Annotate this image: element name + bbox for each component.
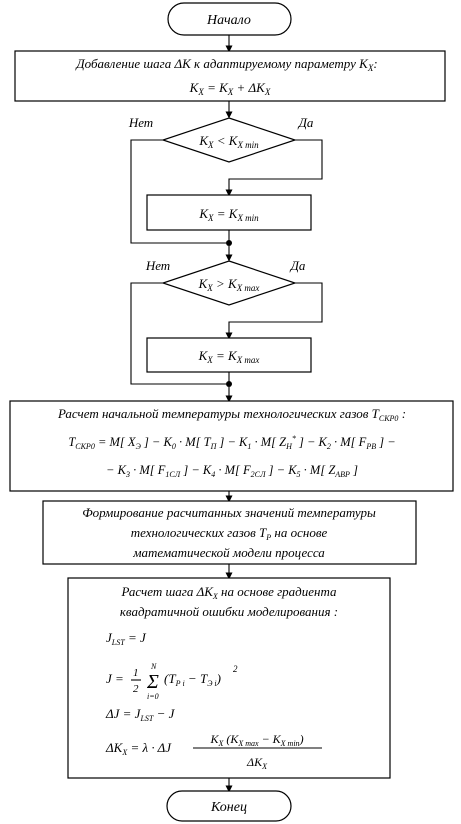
decision-min: KX < KX min Нет Да [128,115,314,163]
adapt-step-formula: KX = KX + ΔKX [189,80,271,97]
gradient-step-line1: Расчет шага ΔKX на основе градиента [120,584,337,601]
svg-text:2: 2 [133,683,139,695]
start-terminator: Начало [167,2,292,36]
junction-dot [226,240,232,246]
svg-text:J =: J = [106,671,124,686]
initial-temp-formula-line2: − K3 · M[ F1СЛ ] − K4 · M[ F2СЛ ] − K5 ·… [106,463,358,479]
junction-dot [226,381,232,387]
start-label: Начало [206,13,251,28]
gradient-step-box: Расчет шага ΔKX на основе градиента квад… [67,577,391,779]
assign-min-box: KX = KX min [146,194,312,231]
formula-delta-kx: ΔKX = λ · ΔJ KX (KX max − KX min) ΔKX [105,732,322,771]
svg-text:2: 2 [233,664,238,674]
connector-yes-max [225,282,323,340]
svg-text:N: N [150,662,157,671]
initial-temp-box: Расчет начальной температуры технологиче… [9,400,454,492]
svg-text:KX (KX max − KX min): KX (KX max − KX min) [209,732,303,748]
model-temp-line3: математической модели процесса [132,545,325,560]
formula-delta-j: ΔJ = JLST − J [105,706,176,723]
svg-text:Σ: Σ [146,671,159,693]
decision-max: KX > KX max Нет Да [145,258,306,306]
decision-max-yes-label: Да [289,258,306,273]
connector-yes-min [225,139,323,197]
svg-text:1: 1 [133,667,139,679]
end-terminator: Конец [166,790,292,822]
decision-min-yes-label: Да [297,115,314,130]
adapt-step-box: Добавление шага ΔK к адаптируемому парам… [14,50,446,102]
assign-max-box: KX = KX max [146,337,312,373]
model-temp-line1: Формирование расчитанных значений темпер… [82,505,376,520]
model-temp-line2: технологических газов TР на основе [131,525,328,542]
connector-no-min [130,139,226,244]
initial-temp-text: Расчет начальной температуры технологиче… [57,406,406,423]
adapt-step-text: Добавление шага ΔK к адаптируемому парам… [74,56,377,73]
svg-text:i=0: i=0 [147,692,159,701]
decision-min-no-label: Нет [128,115,153,130]
model-temp-box: Формирование расчитанных значений темпер… [42,500,417,565]
svg-text:ΔKX = λ · ΔJ: ΔKX = λ · ΔJ [105,740,172,757]
gradient-step-line2: квадратичной ошибки моделирования : [120,604,338,619]
connector-no-max [130,282,226,385]
decision-max-no-label: Нет [145,258,170,273]
initial-temp-formula-line1: TСКР0 = M[ XЭ ] − K0 · M[ TП ] − K1 · M[… [68,434,395,451]
end-label: Конец [210,800,247,815]
